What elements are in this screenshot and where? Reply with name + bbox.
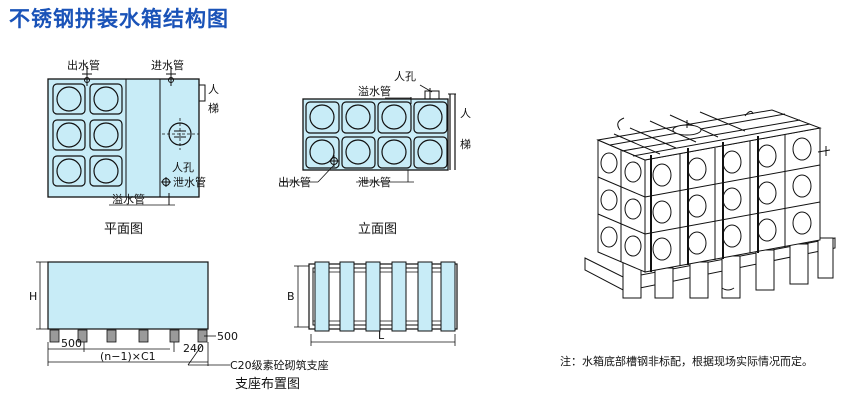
plan-caption: 平面图 — [104, 222, 143, 237]
support-dim-500-left: 500 — [61, 337, 82, 350]
support-dim-pitch: (n−1)×C1 — [100, 350, 156, 363]
support-dim-240: 240 — [183, 342, 204, 355]
elevation-outlet-label: 出水管 — [278, 175, 311, 189]
plan-view: 出水管 进水管 人 梯 人孔 泄水管 溢水管 平面图 — [47, 58, 219, 237]
elevation-manhole-label: 人孔 — [394, 70, 416, 83]
plan-inlet-label: 进水管 — [151, 58, 184, 72]
support-b-label: B — [287, 290, 295, 303]
elevation-drain-label: 泄水管 — [358, 175, 391, 189]
plan-drain-label: 泄水管 — [173, 175, 206, 189]
support-caption: 支座布置图 — [235, 377, 300, 392]
support-h-label: H — [29, 290, 37, 303]
support-dim-500-right: 500 — [217, 330, 238, 343]
plan-overflow-label: 溢水管 — [112, 192, 145, 206]
elevation-overflow-label: 溢水管 — [358, 84, 391, 98]
tank-3d-illustration — [584, 109, 836, 299]
footnote: 注：水箱底部槽钢非标配，根据现场实际情况而定。 — [560, 354, 813, 368]
support-note-label: C20级素砼砌筑支座 — [230, 358, 329, 372]
support-tank-body — [47, 261, 209, 330]
elevation-ladder-label-1: 人 — [460, 107, 471, 120]
plan-ladder-label-1: 人 — [208, 83, 219, 96]
channel-steel-beams — [314, 261, 456, 332]
plan-outlet-label: 出水管 — [67, 58, 100, 72]
page-title: 不锈钢拼装水箱结构图 — [9, 7, 229, 31]
support-l-label: L — [378, 329, 385, 342]
plan-ladder-label-2: 梯 — [208, 102, 219, 115]
plan-manhole-label: 人孔 — [172, 161, 194, 174]
support-view: H 500 500 (n−1)×C1 240 C20级素砼砌筑支座 支座布置图 — [29, 261, 329, 392]
elevation-view: 人孔 溢水管 人 梯 出水管 泄水管 立面图 — [278, 70, 471, 237]
support-top-view: B L — [287, 261, 458, 346]
support-blocks — [49, 329, 208, 343]
plan-panels — [52, 83, 123, 187]
elevation-caption: 立面图 — [358, 222, 397, 237]
elevation-ladder-label-2: 梯 — [460, 138, 471, 151]
